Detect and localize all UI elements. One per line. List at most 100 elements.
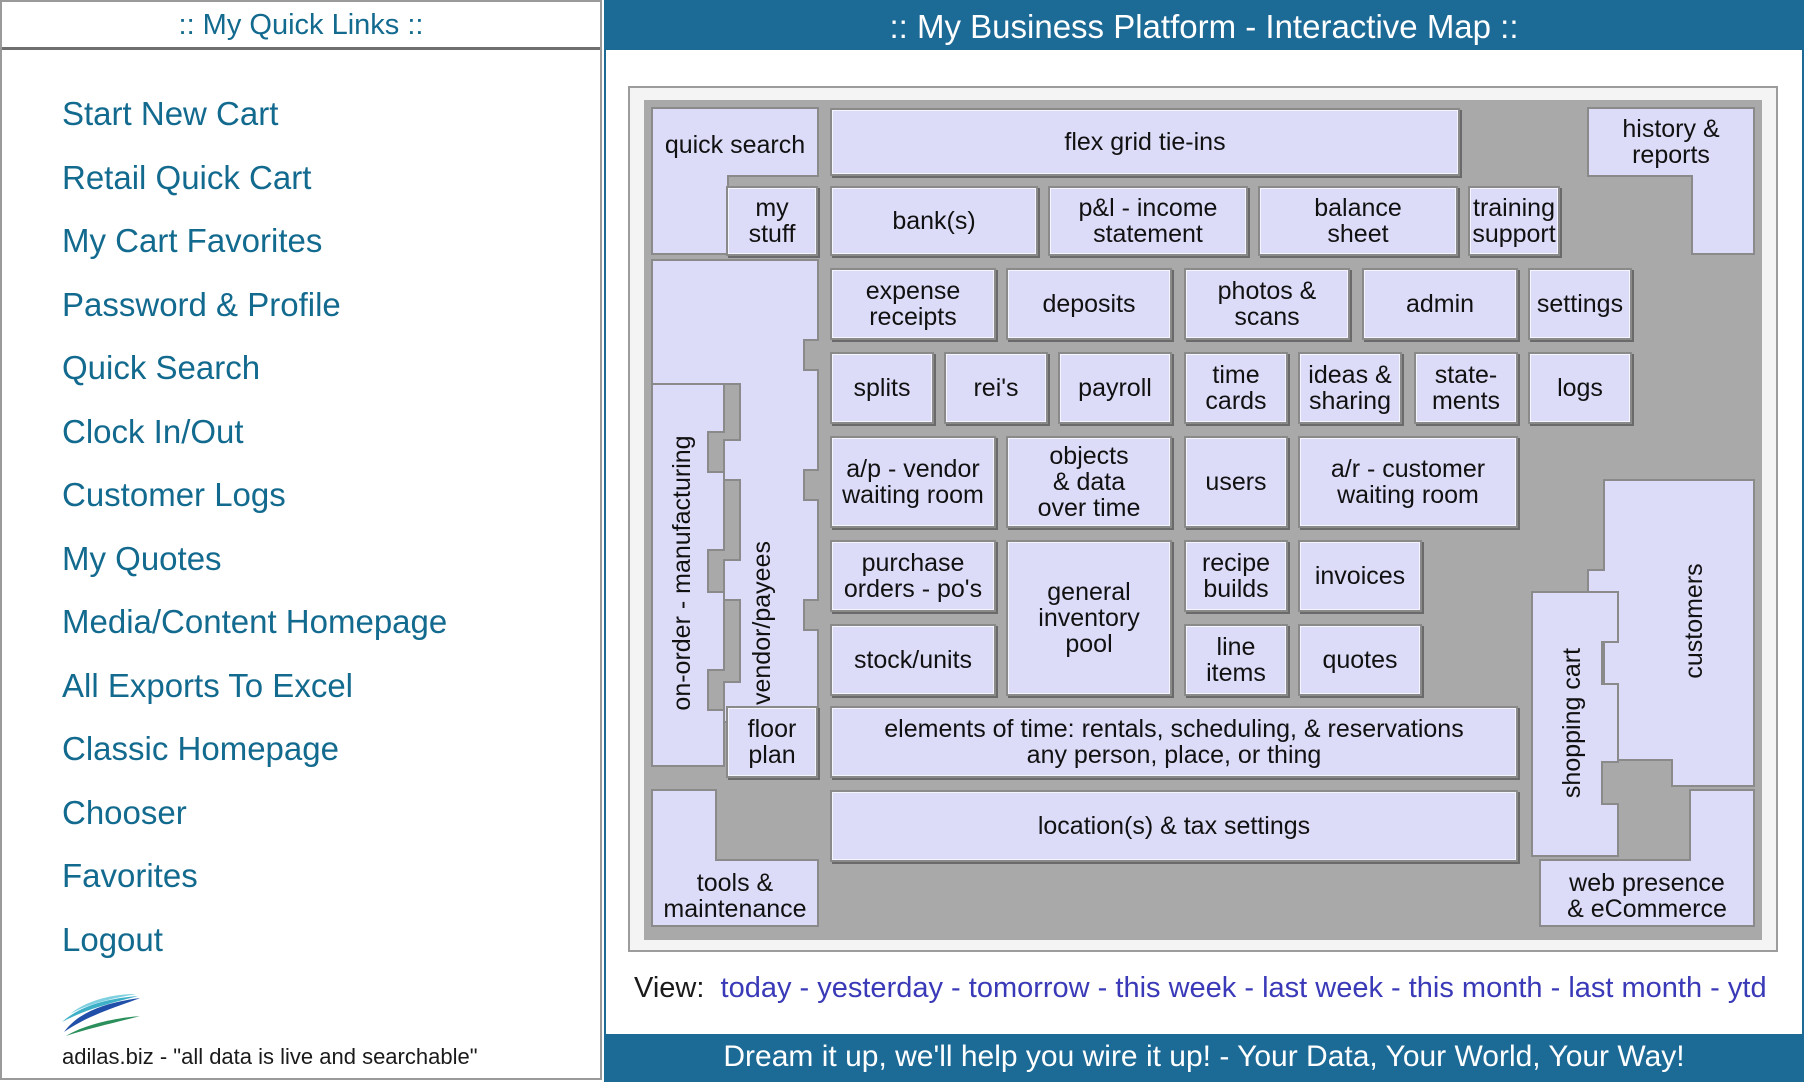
quick-links-panel: :: My Quick Links :: Start New Cart Reta… bbox=[0, 0, 602, 1080]
map-recipe-builds[interactable]: recipe builds bbox=[1184, 540, 1288, 612]
map-statements-label: state- ments bbox=[1431, 361, 1501, 415]
map-quotes-label: quotes bbox=[1322, 646, 1398, 674]
map-time-cards-label: time cards bbox=[1205, 361, 1267, 415]
view-separator: - bbox=[1382, 972, 1409, 1004]
map-logs-label: logs bbox=[1557, 374, 1603, 402]
map-quick-search-label: quick search bbox=[664, 131, 806, 159]
interactive-map: quick search history & reports tools & m… bbox=[644, 100, 1762, 940]
view-separator: - bbox=[942, 972, 969, 1004]
map-users-label: users bbox=[1205, 468, 1267, 496]
map-location-tax[interactable]: location(s) & tax settings bbox=[830, 790, 1518, 862]
map-expense-receipts-label: expense receipts bbox=[865, 277, 961, 331]
quick-link-retail-quick-cart[interactable]: Retail Quick Cart bbox=[62, 158, 312, 196]
quick-link-logout[interactable]: Logout bbox=[62, 920, 163, 958]
map-stock-units[interactable]: stock/units bbox=[830, 624, 996, 696]
view-link-yesterday[interactable]: yesterday bbox=[817, 972, 943, 1004]
quick-link-start-new-cart[interactable]: Start New Cart bbox=[62, 95, 279, 132]
interactive-map-frame: quick search history & reports tools & m… bbox=[628, 86, 1778, 952]
map-shopping-cart[interactable]: shopping cart bbox=[1531, 591, 1632, 867]
adilas-logo-icon bbox=[62, 994, 140, 1036]
map-objects-data[interactable]: objects & data over time bbox=[1006, 436, 1172, 528]
map-my-stuff-label: my stuff bbox=[748, 194, 796, 248]
map-tools-maintenance[interactable]: tools & maintenance bbox=[651, 789, 822, 935]
map-quotes[interactable]: quotes bbox=[1298, 624, 1422, 696]
quick-link-favorites[interactable]: Favorites bbox=[62, 857, 198, 894]
map-recipe-builds-label: recipe builds bbox=[1201, 549, 1271, 603]
view-link-tomorrow[interactable]: tomorrow bbox=[968, 972, 1090, 1004]
quick-link-media-content-homepage[interactable]: Media/Content Homepage bbox=[62, 603, 448, 640]
map-flex-grid-label: flex grid tie-ins bbox=[1064, 128, 1226, 156]
map-flex-grid[interactable]: flex grid tie-ins bbox=[830, 108, 1460, 176]
map-deposits-label: deposits bbox=[1042, 290, 1136, 318]
view-links: today - yesterday - tomorrow - this week… bbox=[721, 972, 1767, 1004]
quick-link-my-cart-favorites[interactable]: My Cart Favorites bbox=[62, 222, 323, 259]
map-banks[interactable]: bank(s) bbox=[830, 186, 1038, 256]
map-training-support-label: training support bbox=[1472, 194, 1556, 248]
map-ap-vendor[interactable]: a/p - vendor waiting room bbox=[830, 436, 996, 528]
map-ar-customer[interactable]: a/r - customer waiting room bbox=[1298, 436, 1518, 528]
map-on-order-manufacturing[interactable]: on-order - manufacturing bbox=[651, 379, 732, 785]
map-splits-label: splits bbox=[853, 374, 911, 402]
map-general-inventory[interactable]: general inventory pool bbox=[1006, 540, 1172, 696]
quick-link-my-quotes[interactable]: My Quotes bbox=[62, 539, 222, 577]
quick-link-clock-in-out[interactable]: Clock In/Out bbox=[62, 412, 244, 450]
map-my-stuff[interactable]: my stuff bbox=[726, 186, 818, 256]
view-link-this-month[interactable]: this month bbox=[1408, 972, 1543, 1004]
map-training-support[interactable]: training support bbox=[1468, 186, 1560, 256]
map-settings[interactable]: settings bbox=[1528, 268, 1632, 340]
map-admin-label: admin bbox=[1405, 290, 1475, 318]
view-link-ytd[interactable]: ytd bbox=[1727, 972, 1767, 1004]
map-admin[interactable]: admin bbox=[1362, 268, 1518, 340]
map-location-tax-label: location(s) & tax settings bbox=[1037, 812, 1311, 840]
map-web-presence[interactable]: web presence & eCommerce bbox=[1539, 789, 1760, 935]
map-balance-sheet[interactable]: balance sheet bbox=[1258, 186, 1458, 256]
view-link-last-month[interactable]: last month bbox=[1568, 972, 1703, 1004]
map-pl-income[interactable]: p&l - income statement bbox=[1048, 186, 1248, 256]
map-history-reports[interactable]: history & reports bbox=[1587, 107, 1758, 263]
map-ideas-sharing-label: ideas & sharing bbox=[1308, 361, 1392, 415]
map-reis-label: rei's bbox=[973, 374, 1019, 402]
map-expense-receipts[interactable]: expense receipts bbox=[830, 268, 996, 340]
map-tools-maintenance-label: tools & maintenance bbox=[663, 869, 807, 923]
map-footer-slogan: Dream it up, we'll help you wire it up! … bbox=[606, 1034, 1802, 1080]
view-link-this-week[interactable]: this week bbox=[1115, 972, 1237, 1004]
quick-link-customer-logs[interactable]: Customer Logs bbox=[62, 476, 286, 513]
map-elements-of-time[interactable]: elements of time: rentals, scheduling, &… bbox=[830, 706, 1518, 778]
view-separator: - bbox=[1236, 972, 1263, 1004]
map-history-reports-label: history & reports bbox=[1622, 115, 1720, 169]
map-balance-sheet-label: balance sheet bbox=[1314, 194, 1402, 248]
quick-links-list: Start New Cart Retail Quick Cart My Cart… bbox=[62, 82, 447, 971]
map-line-items[interactable]: line items bbox=[1184, 624, 1288, 696]
quick-link-all-exports-to-excel[interactable]: All Exports To Excel bbox=[62, 666, 354, 704]
view-separator: - bbox=[1702, 972, 1728, 1004]
map-splits[interactable]: splits bbox=[830, 352, 934, 424]
map-payroll[interactable]: payroll bbox=[1058, 352, 1172, 424]
map-quick-search[interactable]: quick search bbox=[651, 107, 822, 263]
map-ar-customer-label: a/r - customer waiting room bbox=[1330, 455, 1486, 509]
view-label: View: bbox=[634, 972, 705, 1004]
map-deposits[interactable]: deposits bbox=[1006, 268, 1172, 340]
map-reis[interactable]: rei's bbox=[944, 352, 1048, 424]
quick-link-quick-search[interactable]: Quick Search bbox=[62, 349, 261, 386]
map-time-cards[interactable]: time cards bbox=[1184, 352, 1288, 424]
map-users[interactable]: users bbox=[1184, 436, 1288, 528]
map-logs[interactable]: logs bbox=[1528, 352, 1632, 424]
map-invoices[interactable]: invoices bbox=[1298, 540, 1422, 612]
map-statements[interactable]: state- ments bbox=[1414, 352, 1518, 424]
map-photos-scans[interactable]: photos & scans bbox=[1184, 268, 1350, 340]
map-elements-of-time-label: elements of time: rentals, scheduling, &… bbox=[884, 715, 1464, 769]
map-payroll-label: payroll bbox=[1078, 374, 1152, 402]
view-separator: - bbox=[1542, 972, 1569, 1004]
view-filter-bar: View: today - yesterday - tomorrow - thi… bbox=[634, 972, 1767, 1005]
map-pl-income-label: p&l - income statement bbox=[1078, 194, 1218, 248]
view-link-last-week[interactable]: last week bbox=[1262, 972, 1383, 1004]
quick-link-password-profile[interactable]: Password & Profile bbox=[62, 285, 341, 323]
map-floor-plan[interactable]: floor plan bbox=[726, 706, 818, 778]
map-purchase-orders-label: purchase orders - po's bbox=[843, 549, 983, 603]
quick-link-classic-homepage[interactable]: Classic Homepage bbox=[62, 730, 339, 767]
map-purchase-orders[interactable]: purchase orders - po's bbox=[830, 540, 996, 612]
quick-link-chooser[interactable]: Chooser bbox=[62, 793, 187, 831]
map-ideas-sharing[interactable]: ideas & sharing bbox=[1298, 352, 1402, 424]
map-header: :: My Business Platform - Interactive Ma… bbox=[606, 2, 1802, 50]
view-link-today[interactable]: today bbox=[720, 972, 792, 1004]
